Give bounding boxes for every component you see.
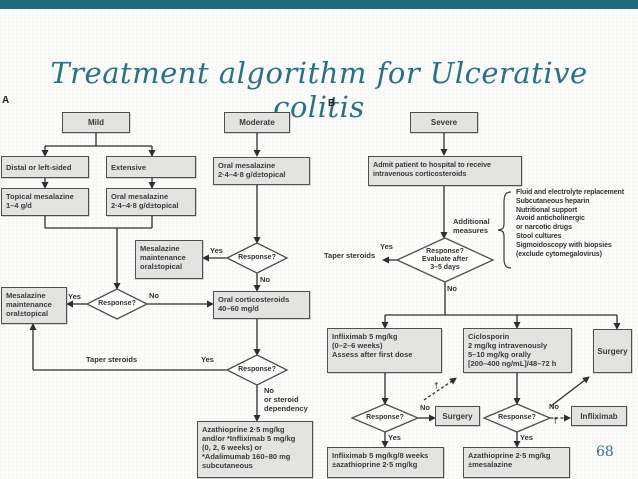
box-mesalazine-maintenance-mid: Mesalazine maintenance oral±topical: [135, 240, 203, 279]
top-accent-bar: [0, 0, 638, 9]
yes-label-ciclosporin: Yes: [520, 433, 533, 442]
box-azathioprine-biologics: Azathioprine 2·5 mg/kg and/or *Inflixima…: [197, 421, 313, 478]
yes-label-moderate-2: Yes: [201, 355, 214, 364]
box-oral-corticosteroids: Oral corticosteroids 40–60 mg/d: [213, 291, 310, 319]
no-steroid-dependency-label: No or steroid dependency: [264, 386, 308, 413]
taper-steroids-label-b: Taper steroids: [324, 251, 376, 260]
box-topical-mesalazine: Topical mesalazine 1–4 g/d: [1, 188, 89, 216]
box-oral-mesalazine-moderate: Oral mesalazine 2·4–4·8 g/d±topical: [213, 157, 310, 185]
response-diamond-moderate-2: [225, 354, 289, 386]
panel-a-label: A: [2, 95, 10, 106]
response-diamond-infliximab: [350, 403, 420, 433]
panel-b-label: B: [328, 98, 336, 109]
page-number: 68: [596, 444, 614, 460]
no-label-moderate-1: No: [260, 275, 270, 284]
box-ciclosporin: Ciclosporin 2 mg/kg intravenously 5–10 m…: [463, 328, 572, 373]
box-extensive: Extensive: [106, 156, 196, 178]
yes-label-moderate-1: Yes: [210, 246, 223, 255]
box-infliximab-induction: Infliximab 5 mg/kg (0–2–6 weeks) Assess …: [327, 328, 442, 373]
box-distal-left-sided: Distal or left-sided: [1, 156, 89, 178]
yes-label-infliximab: Yes: [388, 433, 401, 442]
dagger-label-2: †: [553, 416, 558, 425]
no-label-a: No: [149, 291, 159, 300]
response-diamond-moderate-1: [225, 242, 289, 274]
response-text-moderate-1: Response?: [238, 254, 276, 261]
no-label-severe: No: [447, 284, 457, 293]
box-surgery-mid: Surgery: [435, 406, 480, 426]
yes-label-severe: Yes: [380, 242, 393, 251]
box-oral-mesalazine: Oral mesalazine 2·4–4·8 g/d±topical: [106, 188, 196, 216]
box-severe: Severe: [410, 112, 478, 133]
box-mesalazine-maintenance-left: Mesalazine maintenance oral±topical: [1, 287, 67, 324]
response-text-ciclosporin: Response?: [498, 414, 536, 421]
additional-measures-list: Fluid and electrolyte replacement Subcut…: [516, 189, 624, 258]
response-text-infliximab: Response?: [366, 414, 404, 421]
box-mild: Mild: [62, 112, 130, 133]
response-diamond-ciclosporin: [482, 403, 552, 433]
response-text-severe: Response? Evaluate after 3–5 days: [422, 248, 468, 271]
additional-measures-label: Additional measures: [453, 217, 490, 235]
box-azathioprine-maintenance: Azathioprine 2·5 mg/kg ±mesalazine: [463, 447, 570, 478]
no-label-ciclosporin: No: [549, 402, 559, 411]
box-surgery-top: Surgery: [593, 329, 632, 373]
measures-brace: [497, 191, 512, 269]
no-label-infliximab: No: [420, 403, 430, 412]
yes-label-a: Yes: [68, 292, 81, 301]
response-text-a: Response?: [98, 300, 136, 307]
dagger-label-1: †: [434, 381, 439, 390]
response-diamond-severe: [395, 237, 495, 283]
box-infliximab-maintenance: Infliximab 5 mg/kg/8 weeks ±azathioprine…: [327, 447, 444, 478]
slide-title: Treatment algorithm for Ulcerative colit…: [50, 56, 588, 124]
box-moderate: Moderate: [224, 112, 290, 133]
taper-steroids-label-a: Taper steroids: [86, 355, 138, 364]
response-text-moderate-2: Response?: [238, 366, 276, 373]
box-admit-hospital: Admit patient to hospital to receive int…: [368, 156, 522, 186]
response-diamond-a: [85, 288, 149, 320]
box-infliximab-rescue: Infliximab: [571, 406, 627, 426]
